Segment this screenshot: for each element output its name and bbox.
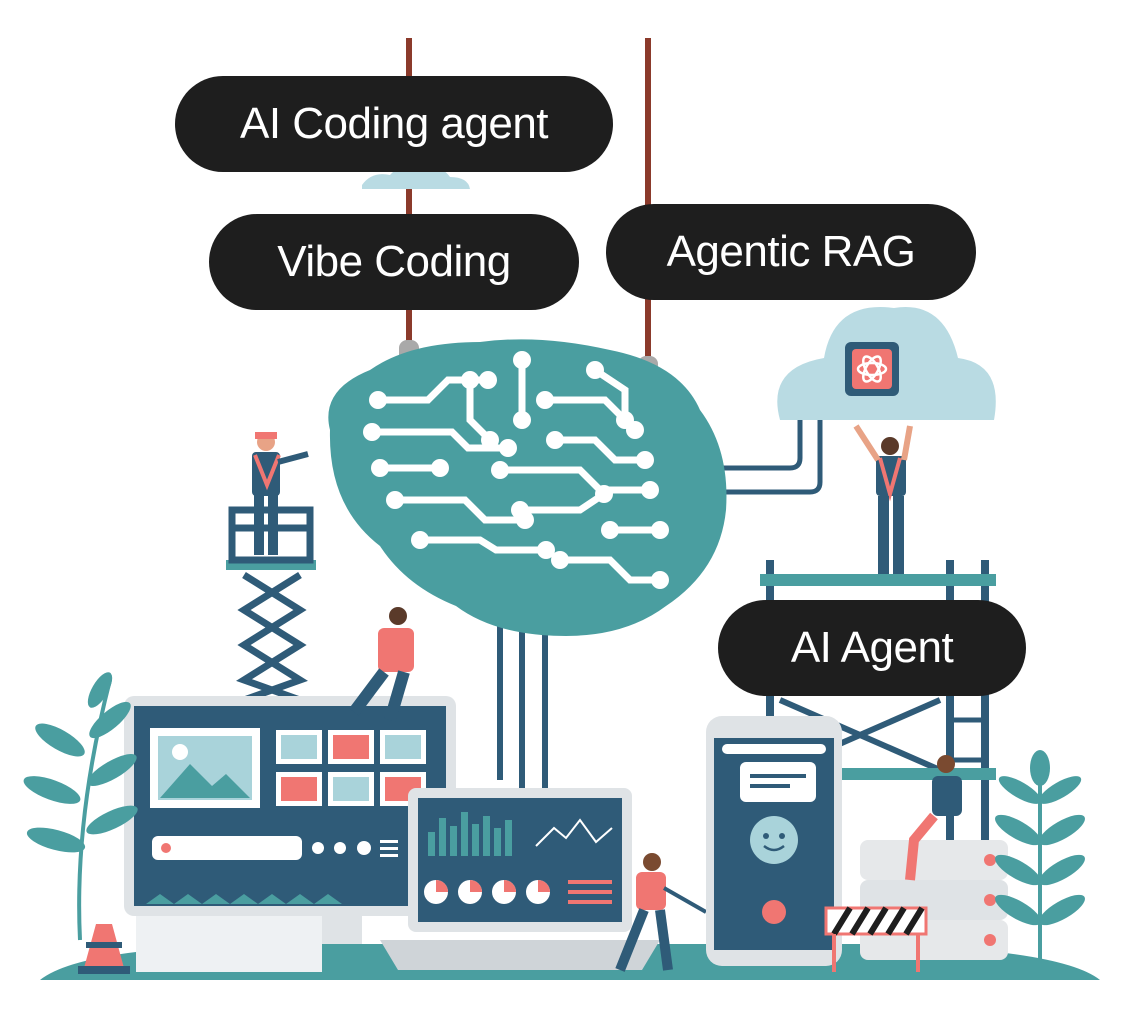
smartphone-icon	[706, 716, 842, 966]
brain-circuit-icon	[328, 339, 727, 636]
person-pulling-cable-figure	[615, 853, 707, 972]
chatbot-icon	[750, 816, 798, 864]
barrier-icon	[824, 906, 928, 972]
label-agentic-rag: Agentic RAG	[606, 204, 976, 300]
seated-reader-figure	[905, 755, 962, 881]
traffic-cone-icon	[78, 924, 130, 974]
worker-figure	[853, 424, 913, 574]
seated-person-figure	[349, 607, 414, 722]
monitor-icon	[124, 696, 456, 972]
laptop-icon	[380, 788, 660, 970]
plant-icon	[995, 750, 1085, 960]
label-vibe-coding: Vibe Coding	[209, 214, 579, 310]
label-ai-agent: AI Agent	[718, 600, 1026, 696]
plant-icon	[23, 672, 138, 941]
server-stack-icon	[860, 840, 1008, 960]
worker-figure	[252, 432, 309, 555]
cloud-chip-icon	[777, 307, 996, 420]
label-ai-coding-agent: AI Coding agent	[175, 76, 613, 172]
scaffold-platform	[760, 574, 996, 586]
